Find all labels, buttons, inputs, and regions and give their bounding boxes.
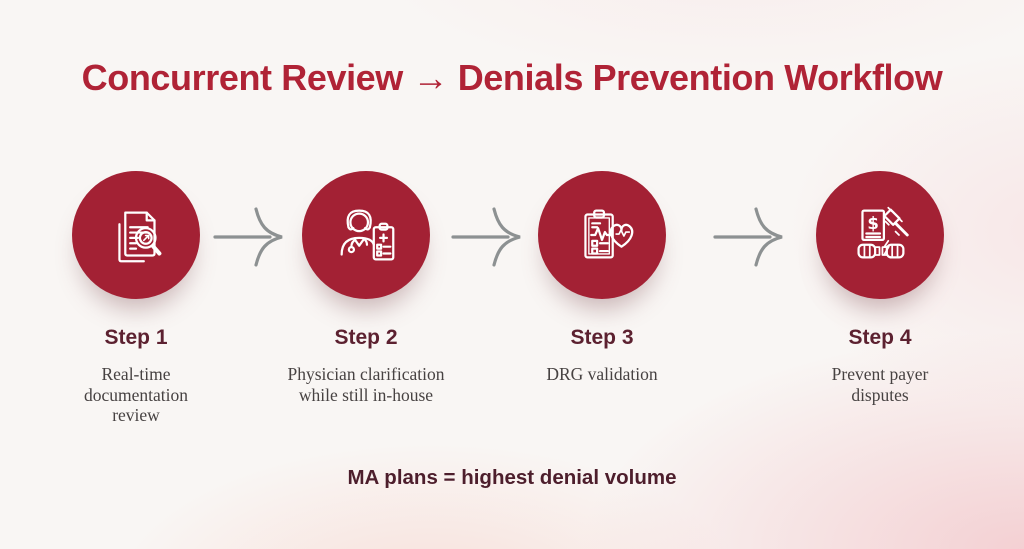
footer-note: MA plans = highest denial volume: [347, 466, 677, 489]
flow-arrow-icon: [213, 207, 283, 267]
step-label: Step 3: [570, 326, 634, 349]
step-2-circle: [302, 171, 430, 299]
step-4-circle: $: [816, 171, 944, 299]
physician-clipboard-icon: [340, 209, 395, 261]
document-magnifier-icon: [118, 211, 162, 263]
step-label: Step 1: [104, 326, 168, 349]
step-1-column: Step 1 Real-time documentation review: [31, 171, 241, 426]
page-title: Concurrent Review → Denials Prevention W…: [81, 57, 943, 98]
clipboard-heart-ekg-icon: [584, 209, 634, 259]
step-1-circle: [72, 171, 200, 299]
step-3-circle: [538, 171, 666, 299]
step-4-column: $ Step 4 Prevent payer disputes: [775, 171, 985, 405]
flow-arrow-icon: [713, 207, 783, 267]
step-label: Step 4: [848, 326, 912, 349]
step-label: Step 2: [334, 326, 398, 349]
step-description: Physician clarification while still in-h…: [287, 364, 445, 405]
money-gavel-fists-icon: $: [857, 206, 909, 259]
step-3-column: Step 3 DRG validation: [497, 171, 707, 385]
step-description: Prevent payer disputes: [831, 364, 929, 405]
step-description: DRG validation: [546, 364, 658, 384]
step-2-column: Step 2 Physician clarification while sti…: [261, 171, 471, 405]
step-description: Real-time documentation review: [83, 364, 188, 426]
svg-text:$: $: [867, 214, 879, 233]
flow-arrow-icon: [451, 207, 521, 267]
